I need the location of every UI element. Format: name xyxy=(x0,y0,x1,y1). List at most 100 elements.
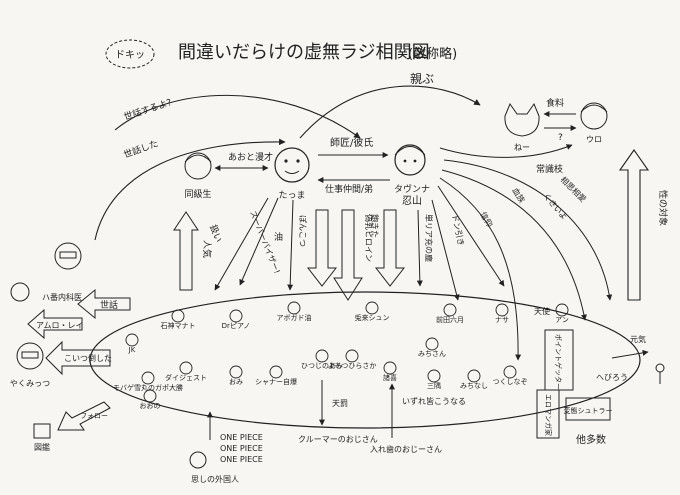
tosho-label: 図鑑 xyxy=(34,442,50,452)
yakumitsu-label: やくみっつ xyxy=(10,379,50,388)
label-shigoto: 仕事仲間/弟 xyxy=(325,183,373,195)
label-aizou: 相思相愛 xyxy=(559,174,589,204)
grandpa-label: ハ番内科医 xyxy=(42,292,82,302)
block-arrow-ponkotsu xyxy=(306,209,338,287)
member-label: おみ xyxy=(229,378,243,386)
label-point-gate: ポイントゲッター xyxy=(554,334,563,390)
label-one-piece-1: ONE PIECE xyxy=(220,433,263,442)
member-face-icon xyxy=(427,369,441,383)
member-face-icon xyxy=(383,361,397,375)
member-face-icon xyxy=(171,309,185,323)
member-face-icon xyxy=(229,365,243,379)
block-arrow-amuro xyxy=(27,308,83,340)
classmate-label: 同級生 xyxy=(184,188,211,200)
member-face-icon xyxy=(555,303,569,317)
member-face-icon xyxy=(315,349,329,363)
label-ponkotsu: ぽんこつ xyxy=(298,215,307,247)
member-face-icon xyxy=(425,337,439,351)
label-heroine: 偽乳ヒロイン xyxy=(364,214,374,262)
arrow-riajuu xyxy=(416,209,423,287)
right-label-1: タヴンナ xyxy=(394,183,430,195)
label-ojisan: 入れ歯のおじーさん xyxy=(370,444,442,454)
member-face-icon xyxy=(467,369,481,383)
block-arrow-sei xyxy=(618,149,650,301)
arrow-genki xyxy=(611,349,649,359)
cat-label: ねー xyxy=(514,143,530,152)
member-label: ダイジェスト xyxy=(165,373,207,382)
label-abura: 油 xyxy=(274,231,283,243)
member-label: ひつじのあみ xyxy=(301,362,343,370)
member-label: JK xyxy=(128,346,136,354)
key-icon xyxy=(655,363,665,384)
arrow-ketsuzoku xyxy=(439,177,522,361)
member-face-icon xyxy=(495,303,509,317)
label-shinkou: 信仰 xyxy=(478,210,495,229)
right-figure: タヴンナ 忍山 xyxy=(394,144,430,207)
member-label: 石神マナト xyxy=(161,321,196,330)
arrow-tsukai xyxy=(214,197,269,291)
label-shokuryo: 食料 xyxy=(546,97,564,109)
member-label: 前田六月 xyxy=(436,315,464,324)
member-face-icon xyxy=(143,389,157,403)
arrow-supervisor xyxy=(239,197,279,286)
cat-owner-figure: ウロ xyxy=(580,102,608,144)
member-label: おおの xyxy=(140,402,161,410)
member-label: みちさん xyxy=(418,350,446,358)
title-note: (敬称略) xyxy=(408,46,457,62)
arc-oya xyxy=(299,85,481,139)
grandpa-figure: ハ番内科医 xyxy=(42,242,82,302)
member-face-icon xyxy=(141,371,155,385)
label-donbiki: ドン引き xyxy=(450,214,465,247)
label-one-piece-2: ONE PIECE xyxy=(220,444,263,453)
center-figure: たっま xyxy=(274,147,310,201)
block-arrow-kore xyxy=(45,340,111,376)
label-question: ? xyxy=(558,133,563,143)
page-title: 間違いだらけの虚無ラジ相関図 xyxy=(178,42,430,63)
badge-burst xyxy=(105,39,155,69)
arc-sewa-suru xyxy=(114,94,361,139)
member-face-icon xyxy=(287,301,301,315)
label-one-piece-3: ONE PIECE xyxy=(220,455,263,464)
label-shisho: 師匠/彼氏 xyxy=(330,136,373,149)
member-label: 三隅 xyxy=(427,381,441,390)
label-tatousu: 他多数 xyxy=(576,433,606,446)
label-follow: フォロー xyxy=(80,412,108,420)
arrow-aizou xyxy=(443,159,613,301)
block-arrow-heroine xyxy=(333,209,363,301)
member-face-icon xyxy=(365,301,379,315)
member-label: よもつひらさか xyxy=(328,362,377,370)
tosho-figure: 図鑑 xyxy=(33,423,51,452)
label-henbo: 変態シュトラー xyxy=(564,406,613,415)
arrow-donbiki xyxy=(431,199,460,301)
member-label: 諸喜 xyxy=(383,373,397,382)
block-arrow-akita xyxy=(374,209,406,287)
cat-owner-label: ウロ xyxy=(586,135,602,144)
label-kuruma: クルーマーのおじさん xyxy=(298,435,378,444)
arrow-abura xyxy=(287,199,294,291)
member-label: シャナー自爆 xyxy=(255,377,297,386)
label-tenbatsu: 天罰 xyxy=(332,399,348,408)
member-face-icon xyxy=(503,365,517,379)
member-face-icon xyxy=(179,361,193,375)
member-label: モバゲ雪丸のガポ大勝 xyxy=(113,383,183,392)
cat-figure: ねー xyxy=(504,102,540,152)
member-face-icon xyxy=(229,309,243,323)
label-ninki: 人気 xyxy=(201,240,213,258)
member-label: アン xyxy=(555,316,569,324)
label-sewa-suru: 世話するよ? xyxy=(122,96,173,123)
box-henbo xyxy=(565,397,611,421)
member-label: 兎来シュン xyxy=(355,313,390,322)
arc-sewa-shita xyxy=(94,138,286,241)
label-eromanga: エロマンガ家 xyxy=(544,394,553,436)
member-label: つくしなぞ xyxy=(493,378,528,386)
label-omoshiro: 思しの外国人 xyxy=(191,474,239,484)
box-eromanga xyxy=(536,389,560,439)
label-keiryuchi: 常識枝 xyxy=(536,163,563,175)
arrow-shinkou xyxy=(437,185,505,287)
label-riajuu: 単リア充の塵 xyxy=(424,214,434,262)
arrow-kusai xyxy=(441,169,587,321)
header: ドキッ 間違いだらけの虚無ラジ相関図 (敬称略) xyxy=(105,39,457,69)
